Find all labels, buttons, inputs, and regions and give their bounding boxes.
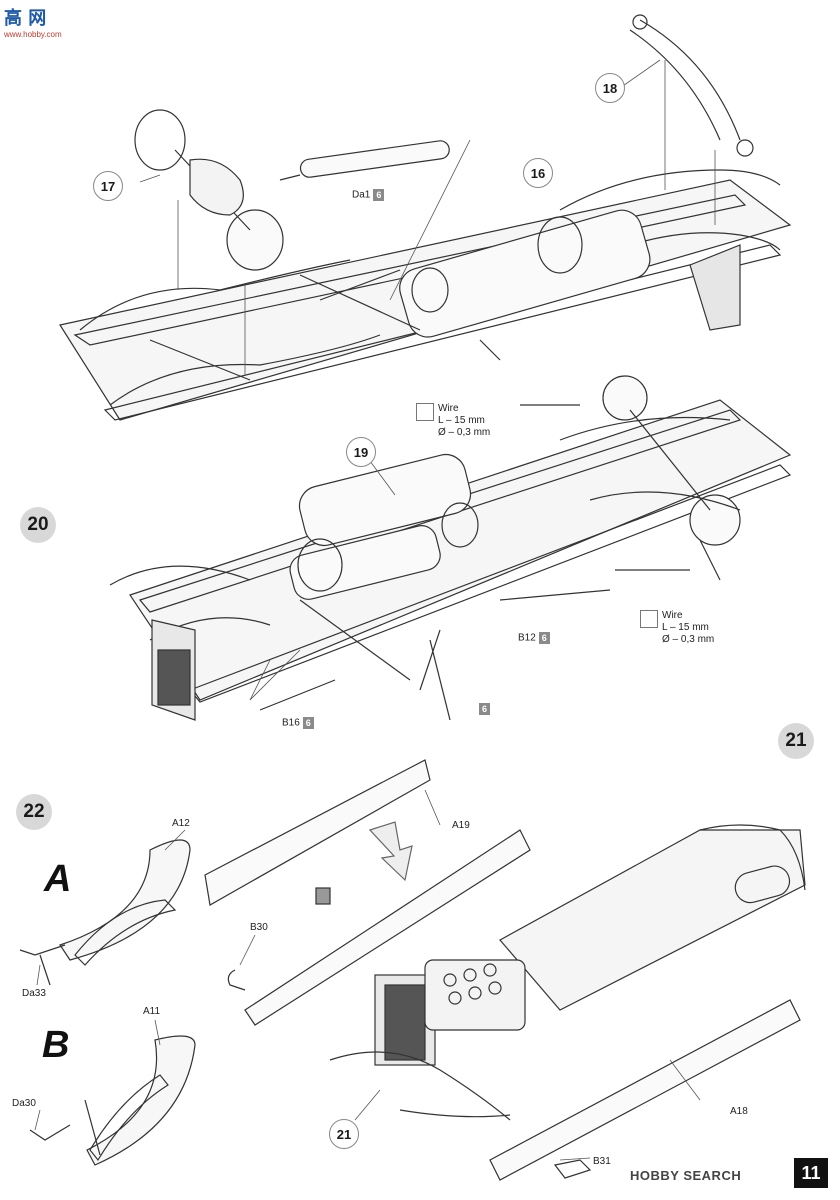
- wire-diameter: Ø – 0,3 mm: [662, 634, 715, 645]
- watermark-hobbysearch: HOBBY SEARCH: [630, 1168, 742, 1183]
- fender-a-drawing: [19, 839, 191, 986]
- chassis-top-drawing: [59, 169, 792, 421]
- part-label-a11: A11: [143, 1006, 161, 1017]
- part-label-da30: Da30: [12, 1098, 36, 1109]
- step-number-22: 22: [16, 794, 52, 830]
- callout-17: 17: [93, 171, 123, 201]
- part-count-badge: 6: [479, 703, 491, 715]
- part-code: B12: [518, 632, 536, 644]
- watermark-url: www.hobby.com: [4, 30, 62, 39]
- rear-axle-drawing: [134, 109, 450, 271]
- part-count-badge: 6: [538, 632, 550, 644]
- wire-title: Wire: [662, 610, 683, 621]
- part-code: Da1: [352, 189, 371, 201]
- scissors-icon: [640, 610, 658, 628]
- part-label-a18: A18: [730, 1106, 748, 1117]
- wire-note-1: Wire L – 15 mm Ø – 0,3 mm: [416, 403, 491, 439]
- part-count-badge: 6: [302, 717, 314, 729]
- wire-title: Wire: [438, 403, 459, 414]
- callout-19: 19: [346, 437, 376, 467]
- wire-length: L – 15 mm: [662, 622, 709, 633]
- step-number-20: 20: [20, 507, 56, 543]
- part-count-badge: 6: [373, 189, 385, 201]
- part-label-loose: 6: [476, 703, 491, 715]
- wire-length: L – 15 mm: [438, 415, 485, 426]
- part-label-b30: B30: [250, 922, 268, 933]
- variant-b-letter: B: [42, 1024, 70, 1066]
- scissors-icon: [416, 403, 434, 421]
- part-label-a12: A12: [172, 818, 190, 829]
- page-number: 11: [794, 1158, 828, 1188]
- wire-note-2: Wire L – 15 mm Ø – 0,3 mm: [640, 610, 715, 646]
- variant-a-letter: A: [44, 858, 72, 900]
- part-code: B16: [282, 717, 300, 729]
- callout-16: 16: [523, 158, 553, 188]
- part-label-b31: B31: [593, 1156, 611, 1167]
- wire-diameter: Ø – 0,3 mm: [438, 427, 491, 438]
- part-label-a19: A19: [452, 820, 470, 831]
- part-label-da33: Da33: [22, 988, 46, 999]
- watermark-logo: 高 网 www.hobby.com: [4, 4, 80, 44]
- chassis-bottom-drawing: [204, 759, 806, 1181]
- front-spring-drawing: [629, 14, 754, 157]
- callout-21: 21: [329, 1119, 359, 1149]
- watermark-text: 高 网: [4, 8, 47, 29]
- fender-b-drawing: [29, 1035, 196, 1166]
- callout-18: 18: [595, 73, 625, 103]
- step-number-21: 21: [778, 723, 814, 759]
